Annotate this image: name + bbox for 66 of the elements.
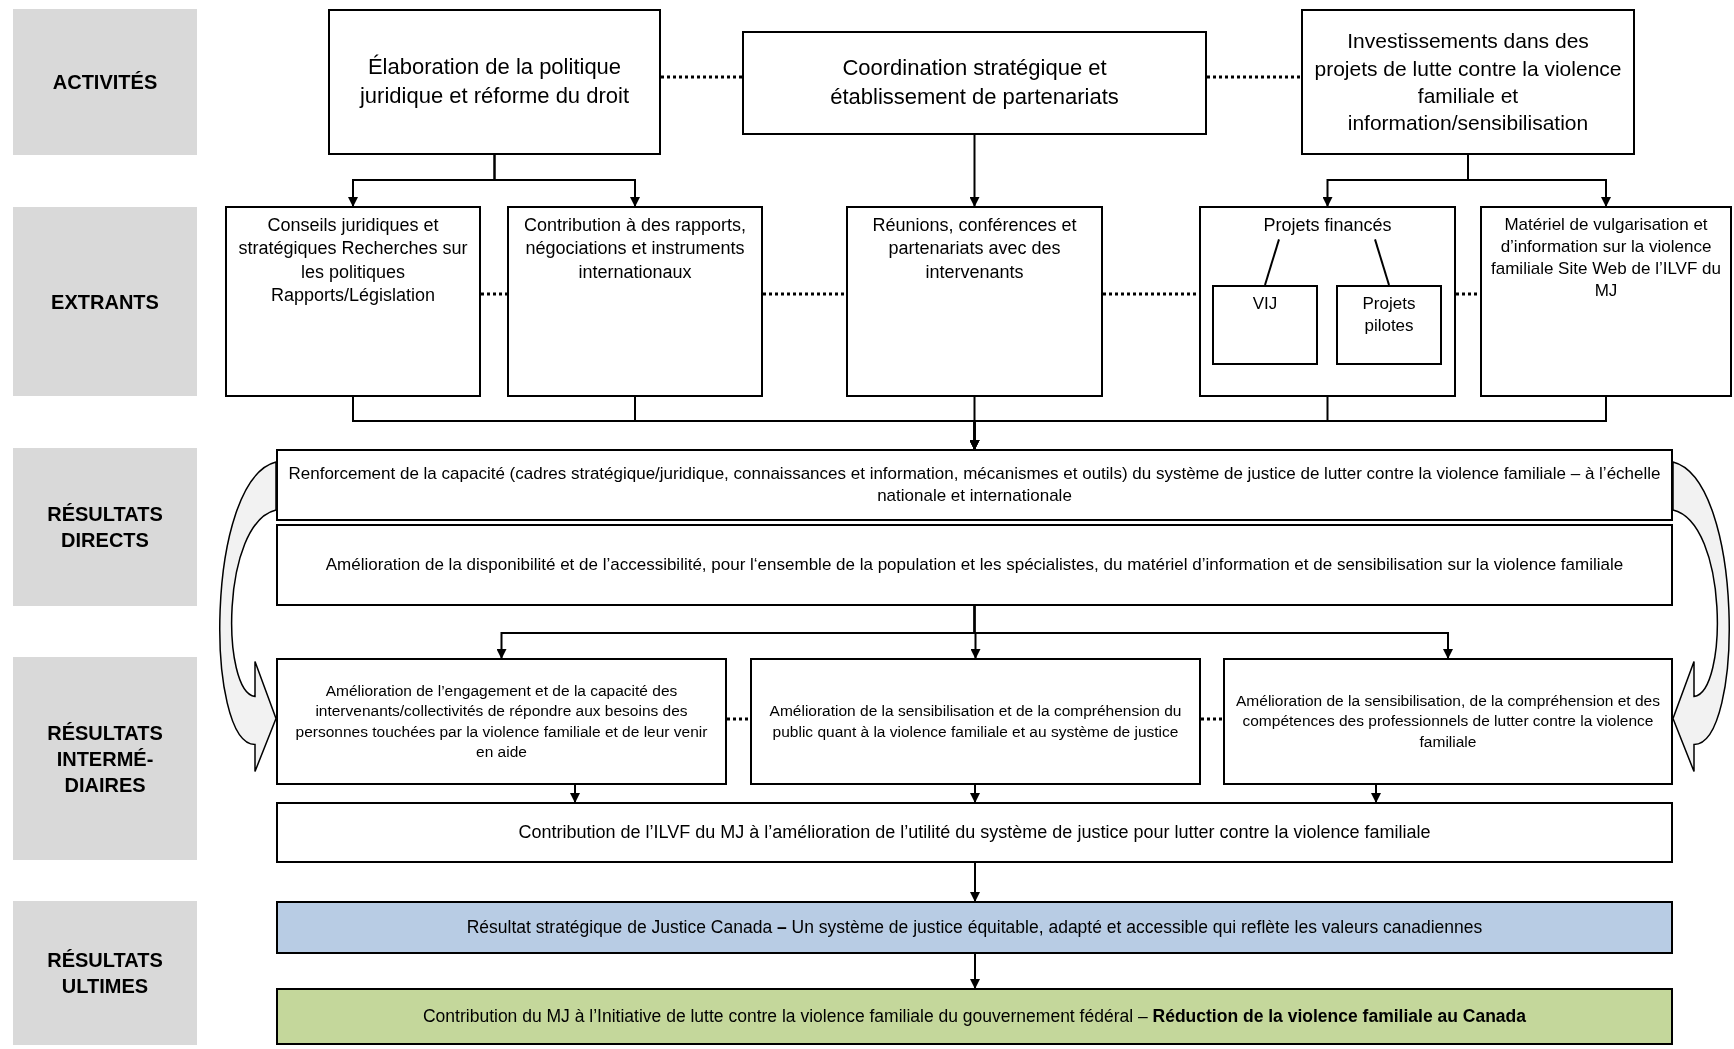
box-text: Amélioration de la disponibilité et de l’accessibilité, pour l‘ensemble de la population et les spécialistes, du matériel d’information et de sensibilisation sur la violence familiale <box>325 553 1624 576</box>
box-text: Contribution du MJ à l’Initiative de lutte contre la violence familiale du gouvernement fédéral – Réduction de la violence familiale au Canada <box>423 1005 1526 1028</box>
process-box <box>1301 9 1635 155</box>
box-text: Renforcement de la capacité (cadres stratégique/juridique, connaissances et information, mécanismes et outils) du système de justice de lutter contre la violence familiale – à l’échelle nationale et internationale <box>288 462 1661 507</box>
row-header <box>13 207 197 396</box>
dotted-connector <box>1456 292 1480 296</box>
process-box <box>1199 206 1456 397</box>
row-label: RÉSULTATS INTERMÉ- DIAIRES <box>46 720 164 798</box>
dotted-connector <box>727 717 750 721</box>
process-box <box>276 658 727 785</box>
dotted-connector <box>763 292 846 296</box>
row-label: RÉSULTATS ULTIMES <box>46 948 164 999</box>
arrow <box>969 396 1607 450</box>
box-text: Contribution de l’ILVF du MJ à l’amélioration de l’utilité du système de justice pour lutter contre la violence familiale <box>518 820 1431 844</box>
process-box <box>276 802 1673 863</box>
arrow <box>1371 784 1381 803</box>
process-box <box>1223 658 1673 785</box>
dotted-connector <box>481 292 507 296</box>
box-text: Investissements dans des projets de lutte contre la violence familiale et information/sensibilisation <box>1313 28 1623 137</box>
process-box <box>276 449 1673 521</box>
row-header <box>13 901 197 1045</box>
dotted-connector <box>1201 717 1223 721</box>
box-text: VIJ <box>1252 293 1278 315</box>
arrow <box>493 154 640 207</box>
arrow <box>970 784 980 803</box>
dotted-connector <box>1103 292 1199 296</box>
dotted-connector <box>661 75 742 79</box>
outcome-box <box>276 901 1673 954</box>
outcome-box <box>276 988 1673 1045</box>
arrow <box>969 134 980 207</box>
box-text: Élaboration de la politique juridique et réforme du droit <box>358 53 630 110</box>
box-text: Projets pilotes <box>1361 293 1417 338</box>
process-box <box>507 206 763 397</box>
process-box <box>1212 285 1318 365</box>
row-label: EXTRANTS <box>50 289 160 315</box>
row-label: RÉSULTATS DIRECTS <box>46 502 164 553</box>
box-text: Contribution à des rapports, négociations et instruments internationaux <box>522 214 748 284</box>
box-text: Conseils juridiques et stratégiques Recherches sur les politiques Rapports/Législation <box>237 214 469 308</box>
row-header <box>13 448 197 606</box>
row-header <box>13 9 197 155</box>
dotted-connector <box>1207 75 1301 79</box>
box-text: Matériel de vulgarisation et d’information sur la violence familiale Site Web de l’ILVF du MJ <box>1490 214 1722 303</box>
box-text: Résultat stratégique de Justice Canada – Un système de justice équitable, adapté et accessible qui reflète les valeurs canadiennes <box>466 916 1483 939</box>
process-box <box>225 206 481 397</box>
connector-line <box>1374 238 1390 286</box>
arrow <box>570 784 580 803</box>
process-box <box>276 524 1673 606</box>
process-box <box>846 206 1103 397</box>
box-text: Coordination stratégique et établissement de partenariats <box>829 54 1120 111</box>
arrow <box>970 953 980 989</box>
arrow <box>1467 154 1611 207</box>
arrow <box>973 605 1453 659</box>
connector-line <box>1264 238 1280 286</box>
row-label: ACTIVITÉS <box>51 70 159 95</box>
box-text: Projets financés <box>1263 214 1392 237</box>
process-box <box>750 658 1201 785</box>
box-text: Amélioration de la sensibilisation et de la compréhension du public quant à la violence familiale et au système de justice <box>768 701 1183 742</box>
process-box <box>1480 206 1732 397</box>
box-text: Amélioration de la sensibilisation, de la compréhension et des compétences des professionnels de lutter contre la violence familiale <box>1235 691 1661 752</box>
row-header <box>13 657 197 860</box>
process-box <box>328 9 661 155</box>
arrow <box>970 862 980 902</box>
process-box <box>742 31 1207 135</box>
box-text: Réunions, conférences et partenariats avec des intervenants <box>871 214 1078 284</box>
process-box <box>1336 285 1442 365</box>
box-text: Amélioration de l’engagement et de la capacité des intervenants/collectivités de répondre aux besoins des personnes touchées par la violence familiale et de leur venir en aide <box>294 681 709 762</box>
